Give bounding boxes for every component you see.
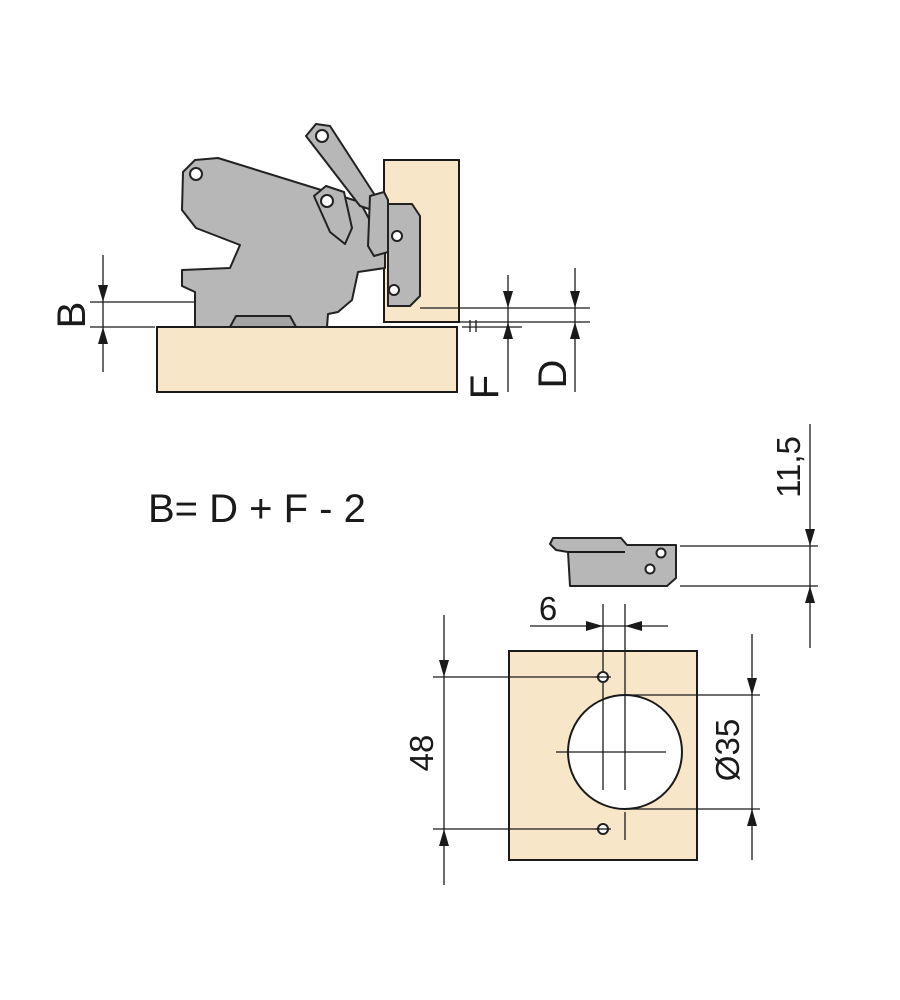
pivot-hole: [315, 129, 329, 143]
plate-hole: [655, 547, 667, 559]
pivot-hole: [189, 167, 203, 181]
hinge-cup: [387, 203, 421, 307]
pivot-hole: [391, 230, 403, 242]
mounting-plate-view: 11,5: [549, 424, 818, 648]
pivot-hole: [320, 194, 334, 208]
dimension-label-b: B: [50, 302, 94, 329]
dimension-label-d: D: [531, 360, 575, 389]
pivot-hole: [388, 284, 400, 296]
dimension-label-plate-height: 11,5: [770, 436, 807, 498]
door-drilling-view: 48 6 Ø35: [403, 590, 760, 885]
hinge-side-view: B F D: [50, 123, 590, 399]
hinge-mounting-plate: [229, 315, 297, 328]
dimension-label-hole-spacing: 48: [403, 735, 440, 772]
hinge-pivot-block: [367, 191, 389, 257]
plate-hole: [644, 563, 656, 575]
formula-text: B= D + F - 2: [148, 487, 366, 531]
dimension-label-cup-diameter: Ø35: [709, 719, 746, 781]
dimension-label-f: F: [463, 375, 507, 399]
mounting-plate: [549, 537, 677, 587]
cabinet-panel: [156, 326, 458, 393]
dimension-label-hole-offset: 6: [539, 590, 557, 627]
